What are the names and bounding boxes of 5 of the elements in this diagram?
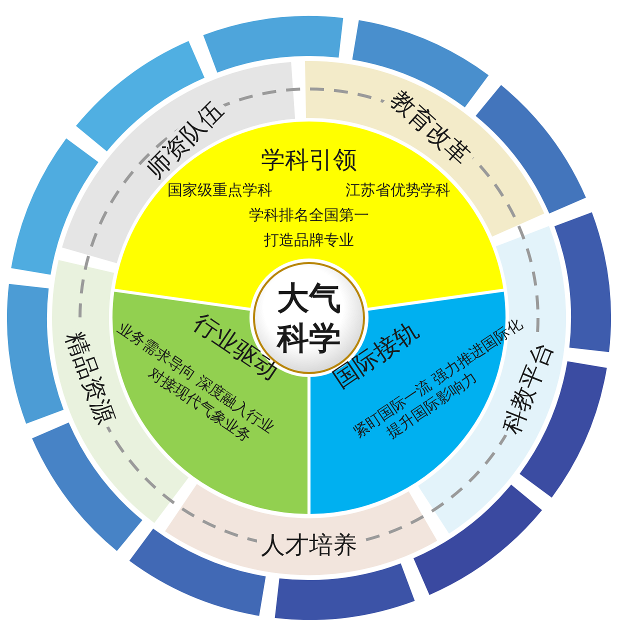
- sector-heading: 学科引领: [260, 146, 357, 174]
- center-label: 大气科学: [276, 278, 342, 357]
- sector-text: 学科排名全国第一: [248, 206, 369, 224]
- sector-text: 打造品牌专业: [264, 232, 354, 248]
- sector-text: 江苏省优势学科: [345, 182, 450, 198]
